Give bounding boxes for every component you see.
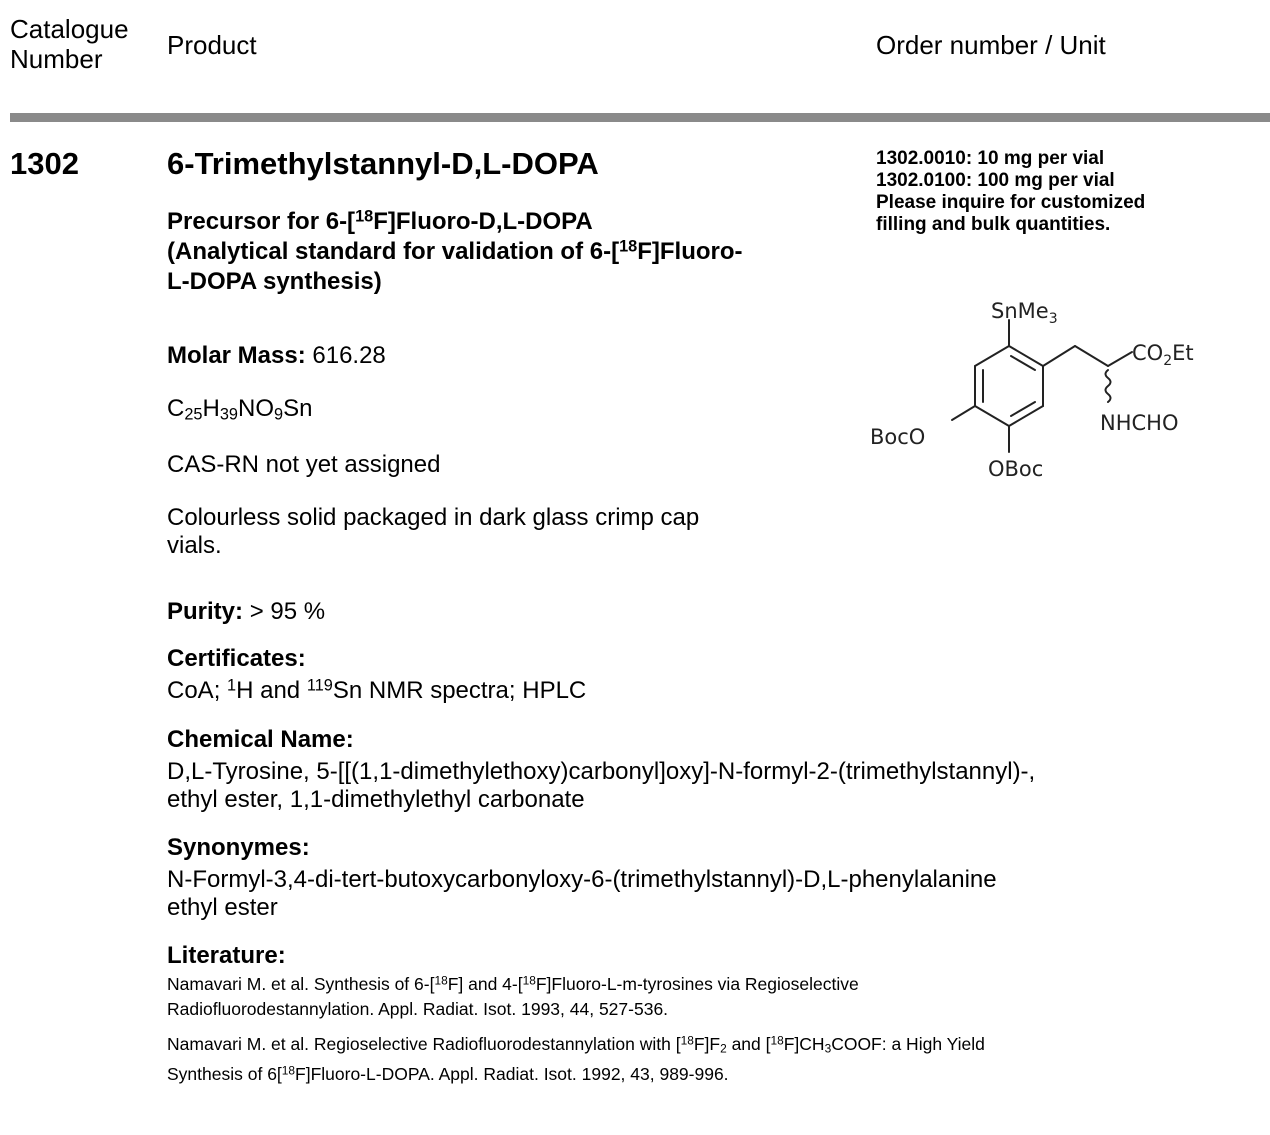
- certificates-value: CoA; 1H and 119Sn NMR spectra; HPLC: [167, 676, 587, 704]
- catalogue-header-line1: Catalogue: [10, 14, 129, 44]
- order-line: Please inquire for customized: [876, 192, 1146, 213]
- catalogue-number-header: Catalogue Number: [10, 14, 129, 74]
- literature-ref-2: Namavari M. et al. Regioselective Radiof…: [167, 1033, 985, 1084]
- order-line: filling and bulk quantities.: [876, 214, 1111, 235]
- nhcho-label: NHCHO: [1100, 411, 1178, 435]
- product-title: 6-Trimethylstannyl-D,L-DOPA: [167, 146, 599, 181]
- synonyms: Synonymes: N-Formyl-3,4-di-tert-butoxyca…: [167, 834, 1267, 922]
- subtitle-line3: L-DOPA synthesis): [167, 268, 382, 295]
- subtitle-line1: Precursor for 6-[18F]Fluoro-D,L-DOPA: [167, 207, 593, 235]
- oboc-label: OBoc: [988, 457, 1043, 481]
- purity-label: Purity:: [167, 598, 244, 625]
- molar-mass: Molar Mass: 616.28: [167, 342, 386, 370]
- order-line: 1302.0010: 10 mg per vial: [876, 148, 1105, 169]
- chemical-structure-diagram: SnMe3 CO2Et NHCHO BocO OBoc: [870, 299, 1194, 481]
- header-divider: [10, 113, 1270, 122]
- catalogue-header-line2: Number: [10, 44, 103, 74]
- purity: Purity: > 95 %: [167, 598, 325, 626]
- order-header: Order number / Unit: [876, 30, 1106, 60]
- subtitle-line2: (Analytical standard for validation of 6…: [167, 237, 743, 265]
- order-line: 1302.0100: 100 mg per vial: [876, 170, 1115, 191]
- literature-label: Literature:: [167, 942, 286, 969]
- chemical-name-label: Chemical Name:: [167, 726, 354, 753]
- order-info: 1302.0010: 10 mg per vial 1302.0100: 100…: [876, 148, 1270, 236]
- cas-number: CAS-RN not yet assigned: [167, 451, 441, 478]
- purity-value: > 95 %: [249, 598, 326, 625]
- snme3-label: SnMe: [991, 299, 1049, 323]
- svg-text:CO2Et: CO2Et: [1132, 341, 1194, 369]
- chemical-name: Chemical Name: D,L-Tyrosine, 5-[[(1,1-di…: [167, 726, 1267, 814]
- molecular-formula: C25H39NO9Sn: [167, 395, 313, 424]
- svg-text:SnMe3: SnMe3: [991, 299, 1058, 327]
- product-header: Product: [167, 30, 257, 60]
- boco-label: BocO: [870, 425, 925, 449]
- product-subtitle: Precursor for 6-[18F]Fluoro-D,L-DOPA (An…: [167, 207, 887, 297]
- molar-mass-label: Molar Mass:: [167, 342, 306, 369]
- co2et-label: CO: [1132, 341, 1163, 365]
- description: Colourless solid packaged in dark glass …: [167, 504, 700, 559]
- catalogue-number: 1302: [10, 146, 79, 181]
- certificates-label: Certificates:: [167, 645, 306, 672]
- literature-ref-1: Namavari M. et al. Synthesis of 6-[18F] …: [167, 973, 859, 1019]
- certificates: Certificates: CoA; 1H and 119Sn NMR spec…: [167, 645, 586, 705]
- synonyms-label: Synonymes:: [167, 834, 310, 861]
- molar-mass-value: 616.28: [312, 342, 386, 369]
